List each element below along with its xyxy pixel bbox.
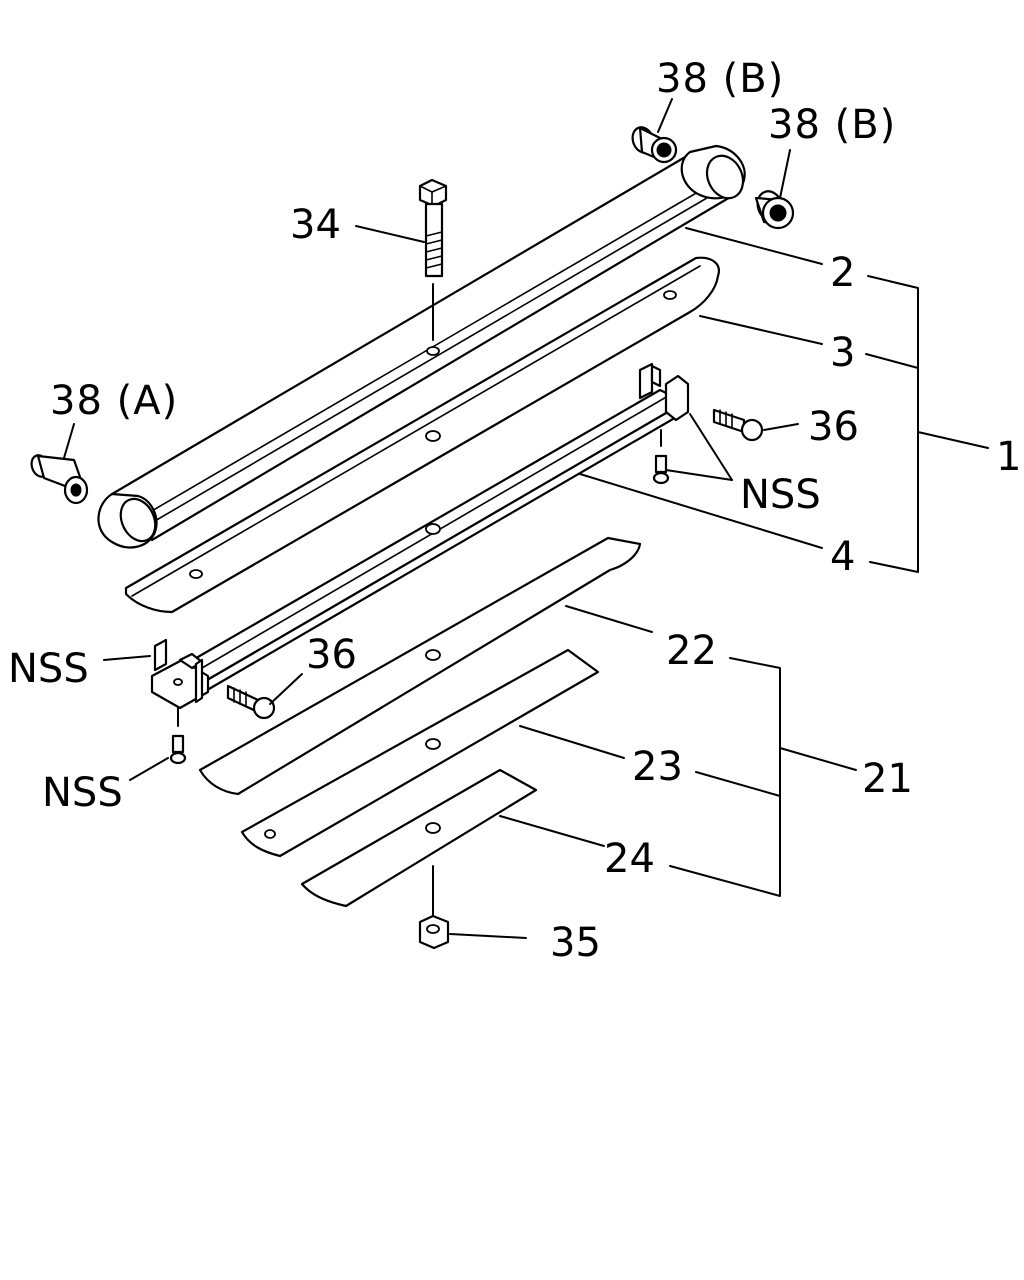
second-leaf-part-3 [124, 256, 720, 614]
left-clip [150, 638, 210, 710]
right-clip [638, 362, 690, 422]
leaf-part-24 [300, 768, 538, 908]
bushing-38a [30, 454, 89, 505]
center-bolt-part-34 [418, 178, 448, 341]
bushing-38b-top [631, 126, 678, 164]
label-nss-right: NSS [740, 472, 821, 518]
label-35: 35 [550, 920, 601, 966]
leaf-part-22 [198, 536, 642, 796]
clip-bolt-36-left [226, 684, 276, 720]
label-24: 24 [604, 836, 655, 882]
callout-labels: 38 (B) 38 (B) 34 2 3 38 (A) 36 1 NSS 4 N… [8, 56, 1021, 966]
label-nss-bottom: NSS [42, 770, 123, 816]
nut-part-35 [418, 865, 450, 950]
leaf-part-23 [240, 648, 600, 858]
label-38b-right: 38 (B) [768, 102, 896, 148]
nss-screw-right [652, 429, 670, 485]
label-34: 34 [290, 202, 341, 248]
label-4: 4 [830, 534, 855, 580]
label-2: 2 [830, 250, 855, 296]
label-38a: 38 (A) [50, 378, 178, 424]
third-leaf-part-4 [150, 362, 690, 710]
label-21: 21 [862, 756, 913, 802]
clip-bolt-36-right [712, 408, 764, 442]
leader-lines [63, 98, 989, 939]
label-nss-left: NSS [8, 646, 89, 692]
nss-screw-left [169, 707, 187, 765]
main-leaf-part-2 [97, 144, 746, 549]
label-23: 23 [632, 744, 683, 790]
label-36-left: 36 [306, 632, 357, 678]
label-22: 22 [666, 628, 717, 674]
label-3: 3 [830, 330, 855, 376]
label-38b-top: 38 (B) [656, 56, 784, 102]
label-36-right: 36 [808, 404, 859, 450]
label-1: 1 [996, 434, 1021, 480]
bushing-38b-right [754, 190, 795, 230]
